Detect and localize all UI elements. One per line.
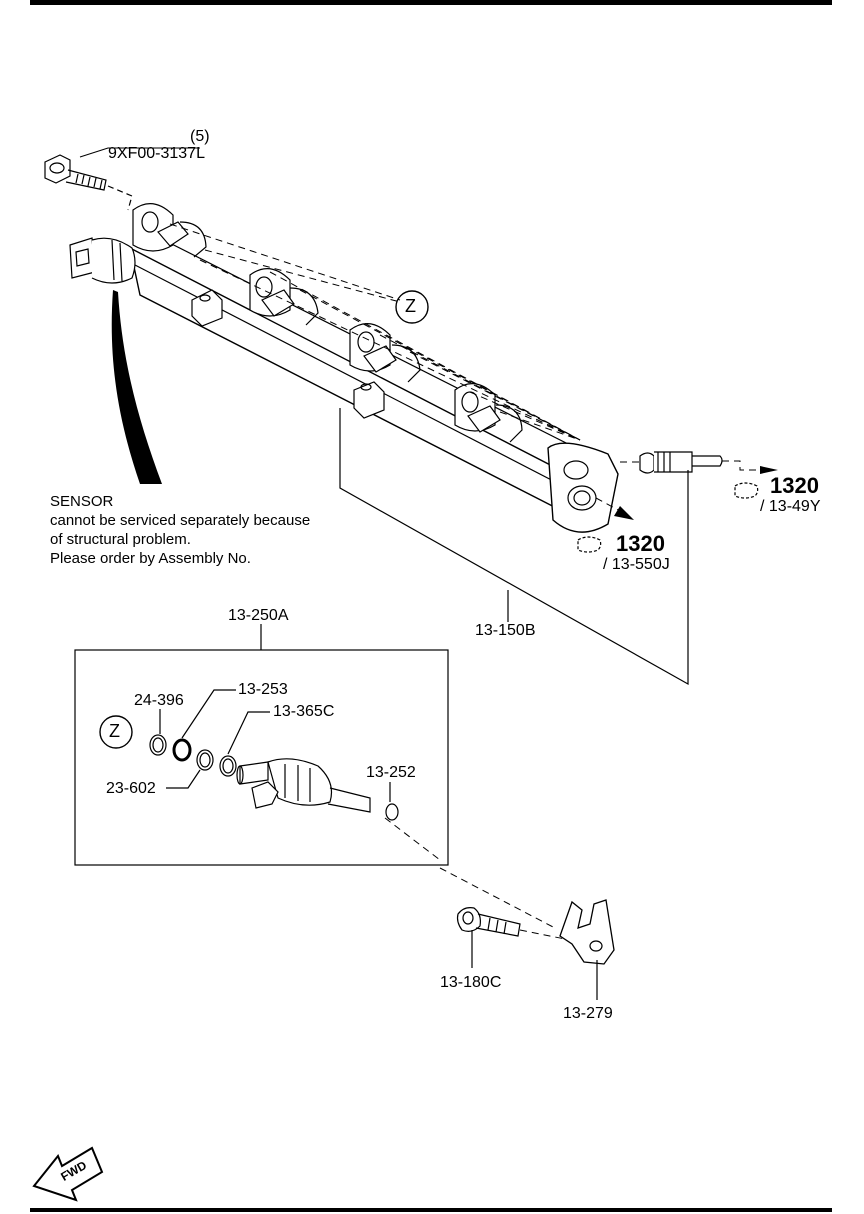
zone-z-label-top: Z: [405, 296, 416, 316]
outlet-group-number: 1320: [616, 531, 665, 556]
bottom-border: [30, 1208, 832, 1212]
injector-assembly-part-number: 13-250A: [228, 607, 289, 624]
fuel-injector-drawing: [236, 758, 399, 821]
sensor-note-line2: of structural problem.: [50, 531, 191, 548]
bolt-13-180c-label: 13-180C: [440, 974, 502, 991]
bracket-13-279-drawing: [559, 899, 615, 1000]
connector-group-number: 1320: [770, 473, 819, 498]
ring-23-602-drawing: [196, 749, 214, 771]
sensor-note: SENSOR cannot be serviced separately bec…: [50, 492, 310, 568]
ring-13-365c-label: 13-365C: [273, 703, 335, 720]
pressure-sensor-drawing: [69, 237, 136, 284]
sensor-note-line3: Please order by Assembly No.: [50, 550, 251, 567]
ring-24-396-drawing: [149, 734, 167, 756]
zone-z-circle-top: [395, 290, 429, 324]
fuel-rail-part-number: 13-150B: [475, 622, 536, 639]
zone-z-label-box: Z: [109, 721, 120, 741]
zone-z-circle-box: [99, 715, 133, 749]
ring-13-365c-drawing: [219, 755, 237, 777]
top-bolt-qty: (5): [190, 128, 210, 145]
clip-13-252-drawing: [385, 803, 399, 821]
ring-24-396-label: 24-396: [134, 692, 184, 709]
top-bolt-part-number: 9XF00-3137L: [108, 145, 205, 162]
sensor-note-line1: cannot be serviced separately because: [50, 512, 311, 529]
ring-13-253-drawing: [172, 738, 192, 762]
clip-13-252-label: 13-252: [366, 764, 416, 781]
ring-13-253-label: 13-253: [238, 681, 288, 698]
top-border: [30, 0, 832, 5]
fuel-rail-drawing: [129, 203, 619, 533]
connector-part-number: / 13-49Y: [760, 498, 821, 515]
bolt-13-180c-drawing: [456, 907, 521, 968]
top-bolt-drawing: [44, 147, 200, 191]
outlet-part-number: / 13-550J: [603, 556, 670, 573]
projection-lines: [169, 223, 760, 943]
sensor-note-title: SENSOR: [50, 493, 114, 510]
ring-23-602-label: 23-602: [106, 780, 156, 797]
bracket-13-279-label: 13-279: [563, 1005, 613, 1022]
pipe-connector-drawing: [639, 451, 723, 474]
fwd-arrow: [32, 1146, 104, 1202]
